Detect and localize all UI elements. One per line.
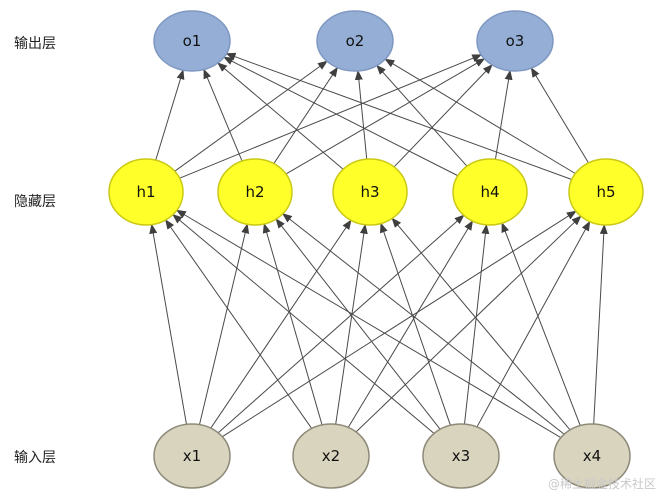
edge-x1-h1 — [149, 223, 188, 431]
node-o1-label: o1 — [183, 32, 202, 50]
node-h1-label: h1 — [136, 183, 155, 201]
connection-edges — [149, 52, 608, 442]
edge-x4-h5 — [592, 223, 608, 430]
node-o3-label: o3 — [506, 32, 525, 50]
node-x2: x2 — [292, 423, 370, 489]
edge-h2-o2 — [270, 66, 338, 169]
node-h4-circle — [452, 158, 528, 226]
edge-h4-o3 — [493, 69, 513, 166]
node-x2-circle — [292, 423, 370, 489]
layer-label-input: 输入层 — [14, 450, 56, 466]
node-x4-label: x4 — [583, 447, 601, 465]
edge-x2-h5 — [351, 215, 582, 437]
edge-x1-h4 — [213, 214, 465, 438]
node-x1: x1 — [153, 423, 231, 489]
node-o2-circle — [316, 10, 394, 72]
node-h2-circle — [217, 158, 293, 226]
edge-x4-h4 — [501, 222, 583, 432]
edge-x1-h3 — [206, 219, 352, 434]
node-o3: o3 — [476, 10, 554, 72]
node-x3-label: x3 — [452, 447, 470, 465]
edge-x2-h1 — [165, 219, 316, 434]
edge-h2-o1 — [203, 68, 245, 167]
node-h5: h5 — [568, 158, 644, 226]
edge-h2-o3 — [280, 58, 486, 178]
node-o2: o2 — [316, 10, 394, 72]
edge-h4-o1 — [223, 56, 464, 180]
node-h1-circle — [108, 158, 184, 226]
edge-x3-h3 — [380, 222, 453, 431]
edge-x4-h3 — [391, 217, 575, 435]
edge-x3-h4 — [463, 223, 490, 430]
edge-x1-h5 — [216, 210, 577, 441]
edge-x4-h1 — [175, 209, 567, 442]
node-x4: x4 — [553, 423, 631, 489]
node-x4-circle — [553, 423, 631, 489]
node-o1-circle — [153, 10, 231, 72]
edge-h3-o1 — [217, 62, 349, 174]
edge-x4-h2 — [282, 213, 570, 439]
edge-x3-h2 — [275, 218, 445, 435]
node-x3: x3 — [422, 423, 500, 489]
node-h4-label: h4 — [480, 183, 499, 201]
layer-label-output: 输出层 — [14, 36, 56, 52]
node-o3-circle — [476, 10, 554, 72]
node-h3: h3 — [332, 158, 408, 226]
edge-x1-h2 — [197, 223, 250, 431]
layer-label-hidden: 隐藏层 — [14, 194, 56, 210]
edge-x2-h2 — [262, 223, 325, 431]
node-x2-label: x2 — [322, 447, 340, 465]
edge-h3-o3 — [389, 64, 493, 172]
node-h2-label: h2 — [245, 183, 264, 201]
edge-x3-h5 — [473, 220, 591, 433]
node-x1-label: x1 — [183, 447, 201, 465]
edge-h1-o3 — [173, 54, 483, 182]
edge-x3-h1 — [172, 213, 440, 438]
edge-x2-h4 — [344, 220, 474, 433]
node-o1: o1 — [153, 10, 231, 72]
edge-h5-o3 — [530, 67, 593, 169]
watermark-text: @稀土掘金技术社区 — [548, 476, 656, 491]
node-x1-circle — [153, 423, 231, 489]
node-h1: h1 — [108, 158, 184, 226]
edge-x2-h3 — [334, 223, 368, 431]
node-h3-circle — [332, 158, 408, 226]
node-h5-label: h5 — [596, 183, 615, 201]
edge-h1-o1 — [153, 69, 185, 167]
network-nodes: o1 o2 o3 h1 h2 h3 h4 h5 x1 x2 x3 x4 — [108, 10, 644, 489]
node-h4: h4 — [452, 158, 528, 226]
node-o2-label: o2 — [346, 32, 365, 50]
edge-h4-o2 — [376, 64, 472, 172]
node-h5-circle — [568, 158, 644, 226]
edge-h3-o2 — [354, 69, 368, 166]
node-h2: h2 — [217, 158, 293, 226]
edge-h5-o2 — [384, 58, 582, 178]
node-x3-circle — [422, 423, 500, 489]
edge-h5-o1 — [225, 52, 579, 183]
node-h3-label: h3 — [360, 183, 379, 201]
